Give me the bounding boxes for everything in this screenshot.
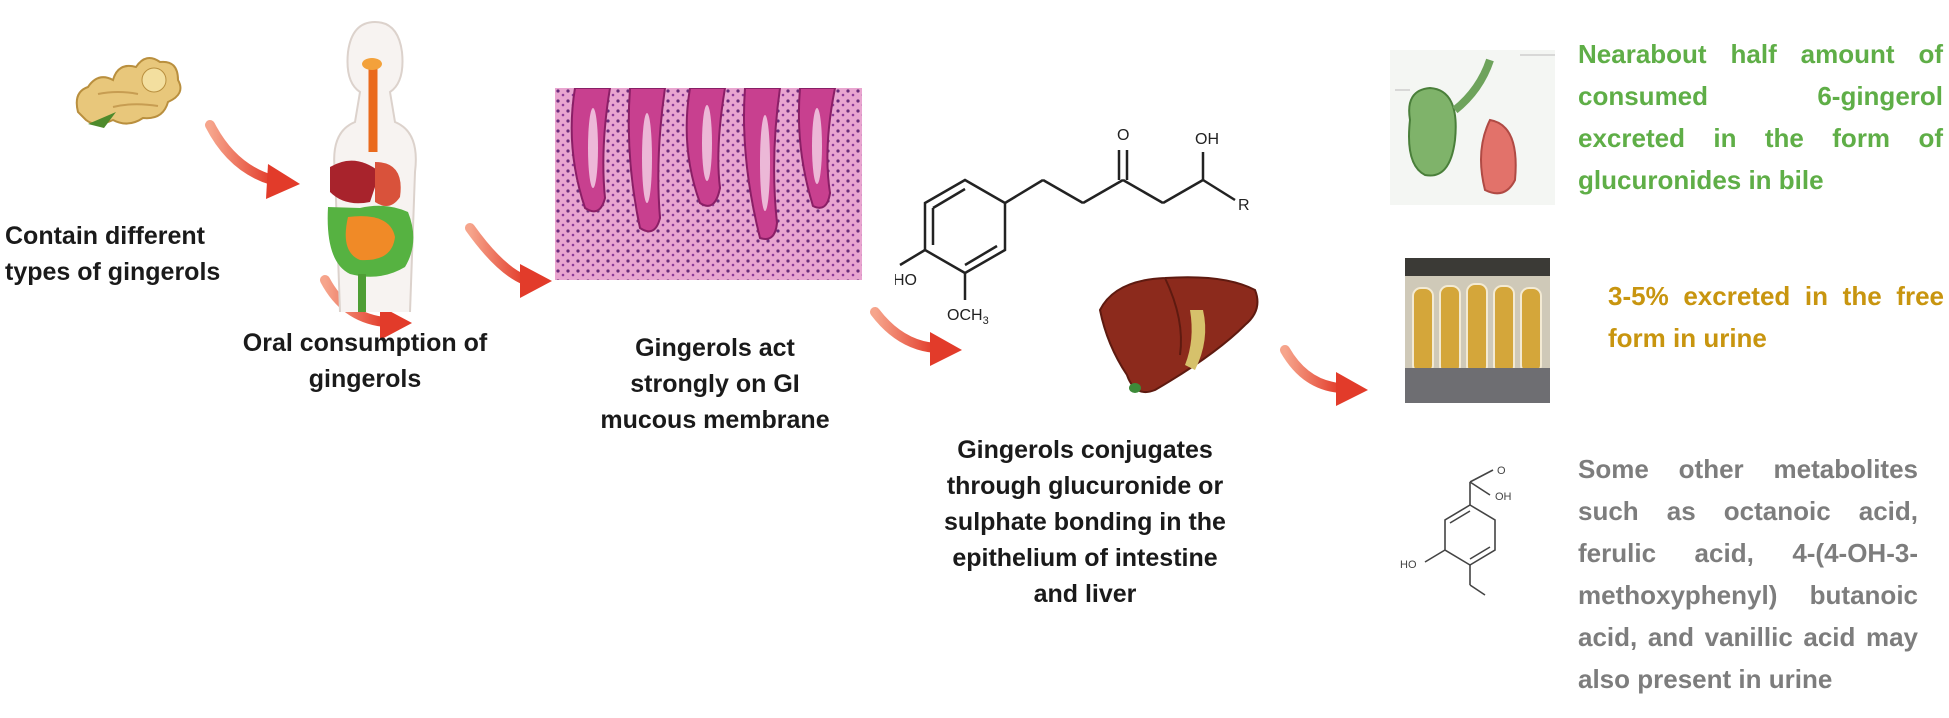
urine-outcome-text: 3-5% excreted in the free form in urine <box>1608 281 1944 353</box>
bile-outcome-text: Nearabout half amount of consumed 6-ging… <box>1578 39 1943 195</box>
carboxyl-oh-text: OH <box>1495 491 1512 503</box>
gingerol-structure: O OH R HO OCH3 <box>895 127 1250 327</box>
atom-r-group: R <box>1238 197 1250 214</box>
gi-mucosa-histology-icon <box>555 87 862 280</box>
phenol-ho-text: HO <box>1400 559 1417 571</box>
urine-test-tubes-icon <box>1405 258 1550 403</box>
conjugation-label: Gingerols conjugates through glucuronide… <box>944 436 1226 608</box>
arrow-3 <box>465 223 552 298</box>
gallbladder-icon <box>1390 50 1555 205</box>
arrow-5 <box>1280 345 1368 406</box>
arrow-1 <box>205 120 300 199</box>
ginger-label: Contain different types of gingerols <box>5 222 221 286</box>
atom-hydroxyl: OH <box>1195 131 1219 148</box>
arrow-4 <box>870 307 962 366</box>
vanillic-acid-structure-icon: OH O HO <box>1400 465 1512 596</box>
atom-carbonyl-o: O <box>1117 127 1129 144</box>
digestive-system-icon <box>300 12 450 313</box>
atom-methoxy: OCH3 <box>947 307 989 327</box>
carboxyl-o-text: O <box>1497 465 1506 477</box>
atom-phenol: HO <box>895 272 917 289</box>
oral-label: Oral consumption of gingerols <box>242 329 488 393</box>
gi-label: Gingerols act strongly on GI mucous memb… <box>600 334 830 434</box>
metabolites-outcome-text: Some other metabolites such as octanoic … <box>1578 454 1918 694</box>
ginger-root-icon <box>68 32 188 132</box>
liver-icon <box>1095 270 1265 400</box>
